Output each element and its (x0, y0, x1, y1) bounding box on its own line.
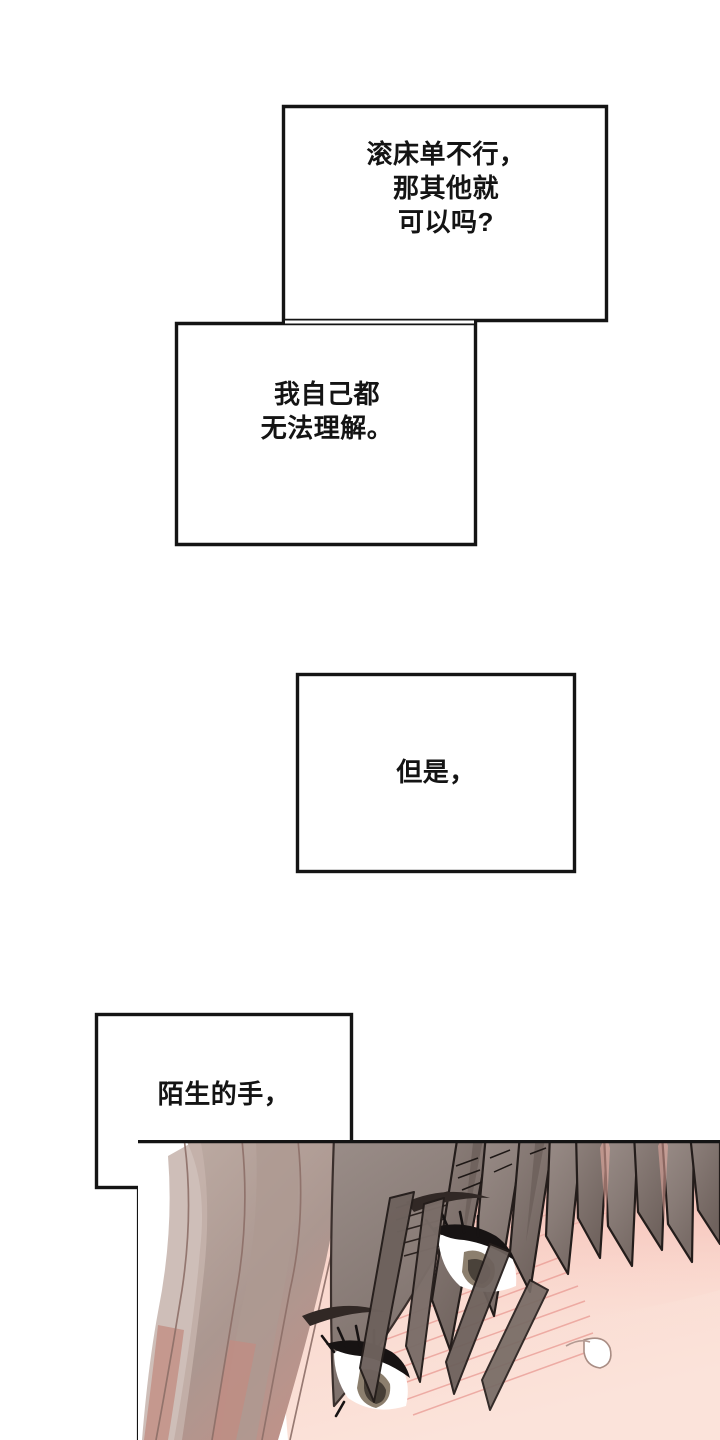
eye-right-lash (432, 1224, 514, 1260)
hair-strands-over-eyes (359, 1191, 549, 1411)
speech-box-3-frame[interactable] (295, 672, 577, 874)
closeup-face-illustration (138, 1140, 720, 1440)
eyebrow-left (302, 1305, 386, 1326)
hair-left-tip-pink (144, 1325, 184, 1440)
eye-left-lash (326, 1340, 410, 1378)
artwork-panel (138, 1140, 720, 1440)
sweat-drop-tail (565, 1339, 591, 1347)
sweat-drop (583, 1337, 612, 1369)
hair-left-tip-pink-2 (212, 1340, 256, 1440)
speech-box-2-frame[interactable] (174, 321, 478, 547)
speech-box-1-frame[interactable] (281, 104, 609, 323)
hair-spikes-right (575, 1140, 720, 1268)
